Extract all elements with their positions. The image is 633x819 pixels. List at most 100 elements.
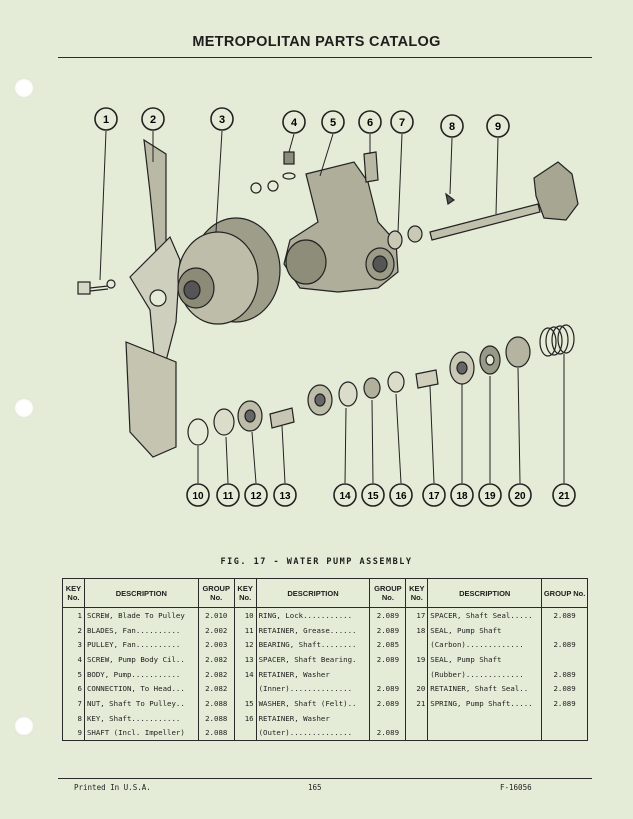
part-fan-pulley: [177, 217, 281, 325]
svg-text:2: 2: [150, 114, 156, 126]
binder-hole-top: [14, 78, 34, 98]
part-felt-washer: [338, 381, 358, 407]
part-group-cell: 2.003: [197, 637, 235, 653]
callout-16: 16: [389, 483, 413, 507]
part-group-cell: 2.082: [197, 681, 235, 697]
part-seal-spacer-sleeve: [415, 369, 439, 389]
svg-text:17: 17: [428, 491, 440, 502]
part-description-cell: KEY, Shaft...........: [83, 710, 199, 726]
part-description-cell: SPACER, Shaft Bearing.: [255, 652, 371, 667]
part-pump-body: [283, 161, 399, 293]
part-rubber-seal: [479, 345, 501, 375]
part-group-cell: [541, 652, 588, 667]
part-group-cell: 2.089: [541, 607, 588, 623]
svg-text:8: 8: [449, 121, 455, 133]
part-key-cell: [405, 710, 429, 726]
part-group-cell: [541, 725, 588, 742]
footer-rule: [58, 778, 592, 779]
part-seal-retainer: [505, 336, 531, 368]
part-key-cell: 13: [233, 652, 257, 667]
part-group-cell: 2.089: [541, 696, 588, 711]
part-description-cell: RETAINER, Grease......: [255, 622, 371, 638]
part-group-cell: 2.089: [369, 607, 407, 623]
part-shaft-bearing: [237, 400, 263, 432]
header-key-1: KEY No.: [62, 578, 85, 608]
part-key-cell: 20: [405, 681, 429, 697]
part-group-cell: 2.085: [369, 637, 407, 653]
parts-table-header: KEY No. DESCRIPTION GROUP No. KEY No. DE…: [62, 578, 588, 608]
svg-text:15: 15: [367, 491, 379, 502]
svg-text:1: 1: [103, 114, 109, 126]
figure-caption: FIG. 17 - WATER PUMP ASSEMBLY: [220, 557, 413, 567]
part-key-cell: 19: [405, 652, 429, 667]
svg-text:14: 14: [339, 491, 351, 502]
part-key-cell: 6: [62, 681, 85, 697]
part-shaft-key: [445, 192, 456, 205]
part-group-cell: 2.082: [197, 666, 235, 682]
part-key-cell: [405, 666, 429, 682]
part-inner-washer-retainer: [307, 384, 333, 416]
svg-text:6: 6: [367, 117, 373, 129]
callout-11: 11: [216, 483, 240, 507]
part-key-cell: 15: [233, 696, 257, 711]
part-key-cell: 14: [233, 666, 257, 682]
part-key-cell: 16: [233, 710, 257, 726]
callout-7: 7: [390, 110, 414, 134]
header-rule: [58, 57, 592, 58]
header-key-2: KEY No.: [233, 578, 257, 608]
part-group-cell: 2.088: [197, 710, 235, 726]
part-grease-retainer: [213, 408, 235, 436]
callout-12: 12: [244, 483, 268, 507]
part-key-cell: 17: [405, 607, 429, 623]
svg-text:3: 3: [219, 114, 225, 126]
part-connection: [363, 151, 379, 183]
callout-3: 3: [210, 107, 234, 131]
part-description-cell: RING, Lock...........: [255, 607, 371, 623]
part-description-cell: RETAINER, Shaft Seal..: [427, 681, 543, 697]
svg-text:19: 19: [484, 491, 496, 502]
footer-page-number: 165: [308, 783, 322, 792]
svg-text:9: 9: [495, 121, 501, 133]
callout-9: 9: [486, 114, 510, 138]
callout-2: 2: [141, 107, 165, 131]
svg-text:18: 18: [456, 491, 468, 502]
part-key-cell: 1: [62, 607, 85, 623]
part-key-cell: 3: [62, 637, 85, 653]
part-carbon-seal: [449, 351, 475, 385]
part-description-cell: (Carbon).............: [427, 637, 543, 653]
part-group-cell: 2.082: [197, 652, 235, 667]
binder-hole-middle: [14, 398, 34, 418]
part-group-cell: 2.089: [369, 681, 407, 697]
callout-18: 18: [450, 483, 474, 507]
part-key-cell: 12: [233, 637, 257, 653]
callout-20: 20: [508, 483, 532, 507]
callout-15: 15: [361, 483, 385, 507]
part-description-cell: [427, 725, 543, 742]
header-description-2: DESCRIPTION: [255, 578, 371, 608]
svg-text:13: 13: [279, 491, 291, 502]
parts-table: KEY No. DESCRIPTION GROUP No. KEY No. DE…: [62, 578, 588, 742]
svg-text:5: 5: [330, 117, 336, 129]
part-outer-washer-retainer: [363, 377, 381, 399]
callout-4: 4: [282, 110, 306, 134]
part-pump-spring: [539, 324, 575, 357]
part-description-cell: SHAFT (Incl. Impeller): [83, 725, 199, 742]
part-group-cell: [369, 666, 407, 682]
part-description-cell: SCREW, Blade To Pulley: [83, 607, 199, 623]
callout-17: 17: [422, 483, 446, 507]
callout-13: 13: [273, 483, 297, 507]
part-shaft-nut: [387, 225, 423, 250]
leader-lines: [99, 130, 565, 484]
part-description-cell: NUT, Shaft To Pulley..: [83, 696, 199, 711]
part-key-cell: 4: [62, 652, 85, 667]
part-group-cell: 2.089: [369, 696, 407, 711]
part-key-cell: [405, 725, 429, 742]
